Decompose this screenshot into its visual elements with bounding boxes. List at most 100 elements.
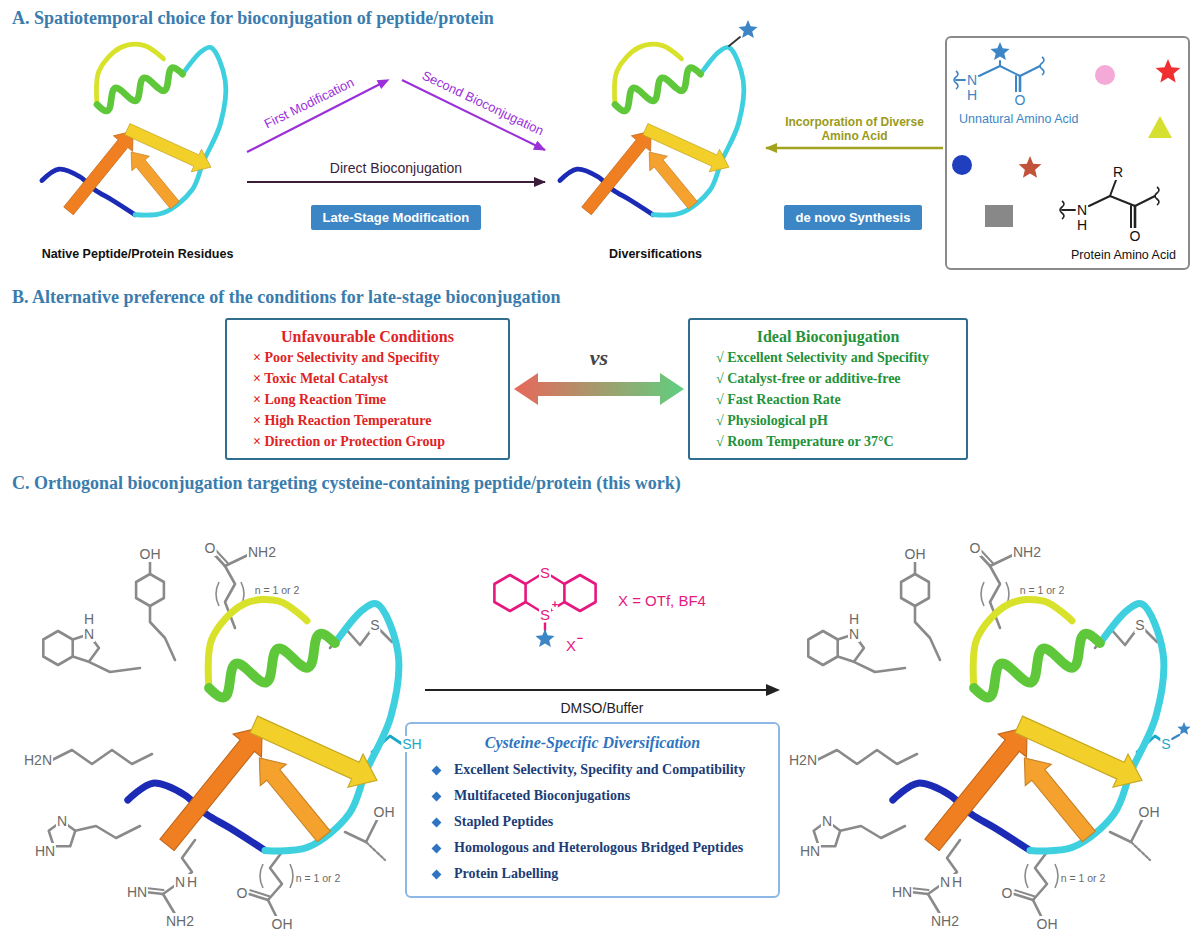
side-chains — [808, 549, 1179, 918]
ribbon-coil — [615, 68, 701, 111]
caption-heading: Native Peptide/Protein Residues — [42, 247, 234, 261]
atom-label: OH — [1036, 916, 1059, 932]
section-heading: B. Alternative preference of the conditi… — [12, 287, 560, 308]
edge-label: Incorporation of Diverse Amino Acid — [769, 115, 941, 143]
bond-line — [1110, 818, 1143, 842]
bond-line — [1130, 206, 1132, 228]
atom-label: R — [1112, 164, 1124, 180]
bond-line — [1020, 66, 1040, 76]
double-arrow — [514, 373, 684, 405]
ribbon-coil — [974, 634, 1100, 698]
atom-label: SH — [401, 736, 422, 752]
bond-line — [75, 826, 140, 838]
atom-label: NH2 — [930, 913, 960, 929]
bond-line — [1000, 66, 1020, 76]
star-symbol — [1177, 722, 1190, 735]
bond-line — [990, 555, 1013, 566]
bullet-diamond — [432, 791, 442, 801]
box-label-heading: Late-Stage Modification — [323, 210, 470, 225]
bond-line — [956, 79, 965, 81]
bond-line — [808, 631, 837, 665]
condition-text: √ Excellent Selectivity and Specifity — [716, 347, 956, 368]
atom-label: H — [1076, 217, 1088, 233]
condition-text: × Direction or Protection Group — [253, 431, 498, 452]
atom-label: S — [539, 564, 551, 581]
bond-line — [268, 852, 282, 900]
atom-label: OH — [1138, 804, 1161, 820]
arrow-connector — [247, 181, 545, 183]
atom-label: H — [966, 87, 978, 103]
atom-label: N — [56, 813, 68, 829]
protein-ribbon — [128, 599, 399, 850]
bond-line — [854, 662, 905, 672]
bond-line — [43, 631, 72, 665]
bond-line — [52, 750, 152, 764]
atom-label: + — [552, 598, 558, 610]
atom-label: O — [969, 540, 982, 556]
bond-line — [1135, 196, 1155, 206]
ribbon-coil — [209, 634, 335, 698]
ribbon-strand — [160, 727, 262, 850]
repeat-bracket — [260, 864, 263, 888]
process-box: de novo Synthesis — [784, 205, 923, 230]
condition-text: × Long Reaction Time — [253, 389, 498, 410]
bond-line — [1110, 180, 1116, 196]
atom-label: OH — [139, 546, 162, 562]
protein-figure: Native Peptide/Protein Residues — [30, 35, 245, 261]
atom-label: HN — [126, 884, 148, 900]
bond-line — [840, 826, 905, 838]
bond-line — [150, 606, 175, 660]
reaction-arrowhead — [766, 684, 780, 696]
bullet-diamond — [432, 817, 442, 827]
star-symbol — [990, 42, 1009, 60]
atom-label: S — [369, 617, 380, 633]
list-row: Protein Labelling — [433, 866, 758, 882]
atom-label: N — [821, 813, 833, 829]
atom-label: H — [951, 874, 963, 890]
ribbon-strand — [1024, 758, 1095, 842]
star-symbol — [535, 629, 554, 647]
ribbon-strand — [131, 152, 179, 209]
atom-label: O — [1001, 885, 1014, 901]
feature-text-heading: Cysteine-Specific Diversification — [427, 734, 758, 752]
list-row: Excellent Selectivity, Specifity and Com… — [433, 762, 758, 778]
atom-label: n = 1 or 2 — [296, 872, 341, 884]
ribbon-strand — [250, 716, 377, 787]
wavy-bond — [1040, 57, 1044, 75]
feature-text: Multifaceted Bioconjugations — [454, 788, 630, 804]
atom-label: O — [204, 540, 217, 556]
ribbon-strand — [1015, 716, 1142, 787]
bond-line — [1019, 76, 1022, 93]
bond-line — [250, 890, 269, 896]
atom-label: O — [1129, 228, 1142, 244]
arrowhead — [377, 79, 390, 89]
arrow-connector — [766, 147, 943, 149]
arrow-label: Second Bioconjugation — [418, 67, 548, 140]
bond-line — [564, 575, 595, 611]
atom-label: X — [565, 637, 577, 654]
atom-label: H2N — [788, 752, 818, 768]
shape-rect — [985, 205, 1013, 227]
section-heading: C. Orthogonal bioconjugation targeting c… — [12, 473, 681, 494]
condition-text-heading: Unfavourable Conditions — [237, 326, 498, 347]
bond-line — [215, 549, 228, 563]
bond-line — [366, 842, 385, 860]
list-row: Homologous and Heterologous Bridged Pept… — [433, 840, 758, 856]
bond-line — [1131, 842, 1150, 860]
condition-text: √ Physiological pH — [716, 410, 956, 431]
atom-label: H — [848, 611, 860, 627]
bond-line — [979, 66, 1000, 76]
bond-line — [980, 549, 993, 563]
atom-label: S — [1160, 736, 1171, 752]
bond-line — [901, 574, 929, 606]
star-symbol — [1156, 59, 1181, 83]
protein-ribbon — [560, 44, 744, 215]
bullet-diamond — [432, 869, 442, 879]
atom-label: N — [939, 874, 951, 890]
feature-text: Protein Labelling — [454, 866, 558, 882]
feature-text: Excellent Selectivity, Specifity and Com… — [454, 762, 745, 778]
bond-line — [910, 888, 928, 890]
repeat-bracket — [1055, 864, 1058, 888]
feature-text: Stapled Peptides — [454, 814, 553, 830]
